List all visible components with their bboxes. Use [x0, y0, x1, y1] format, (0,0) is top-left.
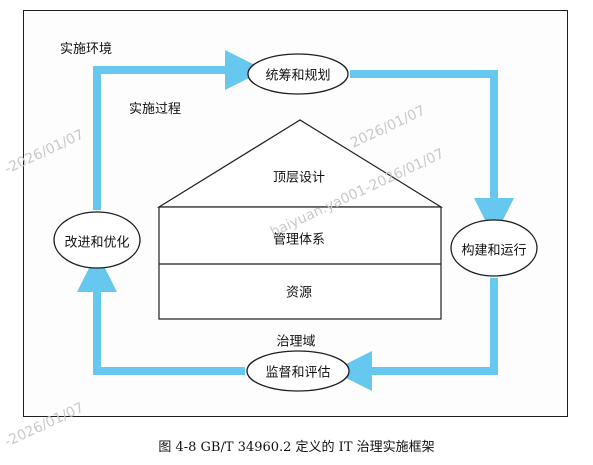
house-middle-label: 管理体系 [272, 232, 326, 248]
arrow-build-to-monitor [332, 278, 498, 391]
arrow-monitor-to-improve [77, 252, 245, 375]
figure-caption: 图 4-8 GB/T 34960.2 定义的 IT 治理实施框架 [158, 440, 435, 455]
node-build-ellipse [450, 219, 538, 277]
process-label: 实施过程 [129, 102, 182, 117]
node-monitor-ellipse [246, 350, 350, 392]
house-roof-label: 顶层设计 [272, 170, 326, 186]
arrow-improve-to-plan [93, 50, 265, 210]
house-base-label: 资源 [285, 285, 313, 301]
house-body [158, 206, 442, 320]
house-roof [156, 119, 444, 208]
node-plan-ellipse [247, 53, 349, 95]
node-improve: 改进和优化 [64, 235, 130, 251]
node-monitor: 监督和评估 [265, 365, 331, 381]
node-improve-ellipse [53, 211, 141, 269]
node-plan: 统筹和规划 [265, 68, 331, 84]
arrow-plan-to-build [350, 70, 514, 238]
outer-env-label: 实施环境 [60, 42, 113, 57]
node-build: 构建和运行 [461, 243, 527, 259]
domain-label: 治理域 [276, 334, 316, 350]
